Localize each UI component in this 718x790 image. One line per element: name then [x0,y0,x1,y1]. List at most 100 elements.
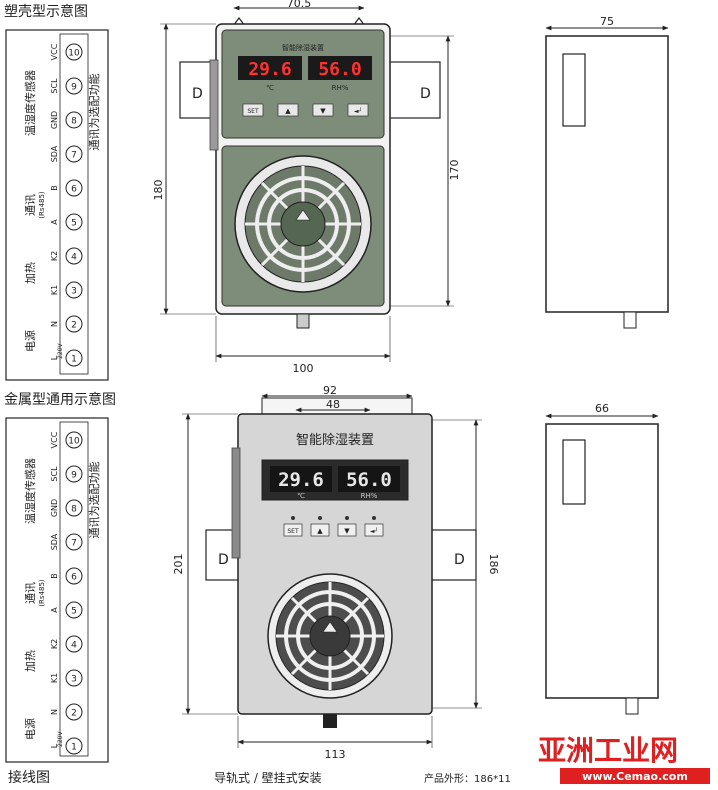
bottom-pin-number: 10 [68,437,80,447]
plastic-panel-title: 智能除湿装置 [282,43,324,52]
bottom-note: 通讯为选配功能 [87,462,101,539]
down-button[interactable] [312,103,334,117]
top-pin-8 [65,111,83,129]
enter-button-label: ◄┘ [354,107,362,115]
bottom-signal-K1: K1 [50,673,59,683]
bottom-signal-B: B [50,573,59,579]
rail-mark-right: D [420,86,431,102]
bottom-pin-6 [65,567,83,585]
top-note: 通讯为选配功能 [87,74,101,151]
metal-dimensions: 92 48 201 186 113 [172,384,500,761]
plastic-side-view: 75 [545,15,669,329]
metal-set-button[interactable] [283,523,303,537]
up-button[interactable] [277,103,299,117]
top-pin-number: 9 [71,83,77,93]
watermark-url: www.Cemao.com [582,770,688,783]
metal-title: 金属型通用示意图 [4,391,116,408]
dim-top: 70.5 [287,0,312,10]
metal-rail-mark-left: D [218,552,229,568]
metal-up-label: ▲ [317,527,323,535]
metal-dim-inner: 186 [487,554,500,575]
metal-temp-display: 29.6 [278,469,324,491]
top-pin-number: 8 [71,117,77,127]
top-signal-K2: K2 [50,251,59,261]
plastic-dimensions: 70.5 180 170 100 [152,0,461,375]
wiring-title: 接线图 [8,769,50,786]
top-pin-5 [65,213,83,231]
metal-panel-title: 智能除湿装置 [296,433,374,448]
top-signal-GND: GND [50,111,59,129]
bottom-signal-SCL: SCL [50,466,59,482]
bottom-signal-GND: GND [50,499,59,517]
dim-side: 75 [600,15,614,28]
bottom-pin-4 [65,635,83,653]
bottom-pin-3 [65,669,83,687]
bottom-pin-number: 6 [71,573,77,583]
top-group-label: 通讯 [24,194,37,216]
metal-up-button[interactable] [310,523,330,537]
top-pin-number: 3 [71,287,77,297]
top-rs485-label: (Rs485) [38,191,46,219]
plastic-fan-grille [234,155,372,293]
dim-height: 180 [152,180,165,201]
plastic-temp-display: 29.6 [248,59,291,80]
enter-button[interactable] [347,103,369,117]
top-voltage-label: 220V [57,343,64,359]
bottom-pin-8 [65,499,83,517]
bottom-signal-N: N [50,709,59,715]
bottom-group-label: 温湿度传感器 [23,458,37,524]
metal-dim-top-inner: 48 [326,398,340,411]
bottom-pin-1 [65,737,83,755]
top-pin-number: 1 [71,355,77,365]
set-button[interactable] [242,103,264,117]
watermark-logo: 亚洲工业网 [538,734,678,767]
top-signal-VCC: VCC [50,43,59,60]
top-pin-6 [65,179,83,197]
top-signal-SDA: SDA [50,145,59,162]
bottom-signal-A: A [50,607,59,613]
metal-fan-grille [267,573,393,699]
bottom-signal-L: L [50,743,59,748]
top-group-label: 温湿度传感器 [23,70,37,136]
metal-temp-unit: ℃ [297,492,305,500]
metal-hum-display: 56.0 [346,469,392,491]
metal-side-view: 66 [545,402,659,715]
metal-dim-top: 92 [323,384,337,397]
top-signal-K1: K1 [50,285,59,295]
metal-dim-width: 113 [325,748,346,761]
top-pin-number: 2 [71,321,77,331]
top-pin-10 [65,43,83,61]
rail-mark-left: D [192,86,203,102]
bottom-pin-number: 9 [71,471,77,481]
top-pin-2 [65,315,83,333]
plastic-hum-unit: RH% [332,84,349,92]
bottom-voltage-label: 220V [57,731,64,747]
bottom-signal-K2: K2 [50,639,59,649]
bottom-rs485-label: (Rs485) [38,579,46,607]
metal-down-button[interactable] [337,523,357,537]
plastic-buttons: SET ▲ ▼ ◄┘ [242,103,369,117]
top-group-label: 电源 [23,330,37,352]
bottom-pin-10 [65,431,83,449]
top-pin-1 [65,349,83,367]
bottom-group-label: 电源 [23,718,37,740]
bottom-pin-7 [65,533,83,551]
bottom-pin-number: 4 [71,641,77,651]
top-signal-L: L [50,355,59,360]
bottom-pin-number: 1 [71,743,77,753]
top-pin-4 [65,247,83,265]
plastic-temp-unit: ℃ [266,84,274,92]
metal-rail-mark-right: D [454,552,465,568]
bottom-pin-number: 5 [71,607,77,617]
terminal-strip-top: 1L2N3K14K25A6B7SDA8GND9SCL10VCC电源加热通讯温湿度… [5,29,109,381]
dim-inner: 170 [448,160,461,181]
top-pin-number: 10 [68,49,80,59]
metal-enter-button[interactable] [364,523,384,537]
top-pin-3 [65,281,83,299]
down-button-label: ▼ [320,107,326,115]
metal-dim-side: 66 [595,402,609,415]
set-button-label: SET [247,108,259,115]
bottom-pin-number: 2 [71,709,77,719]
metal-down-label: ▼ [344,527,350,535]
